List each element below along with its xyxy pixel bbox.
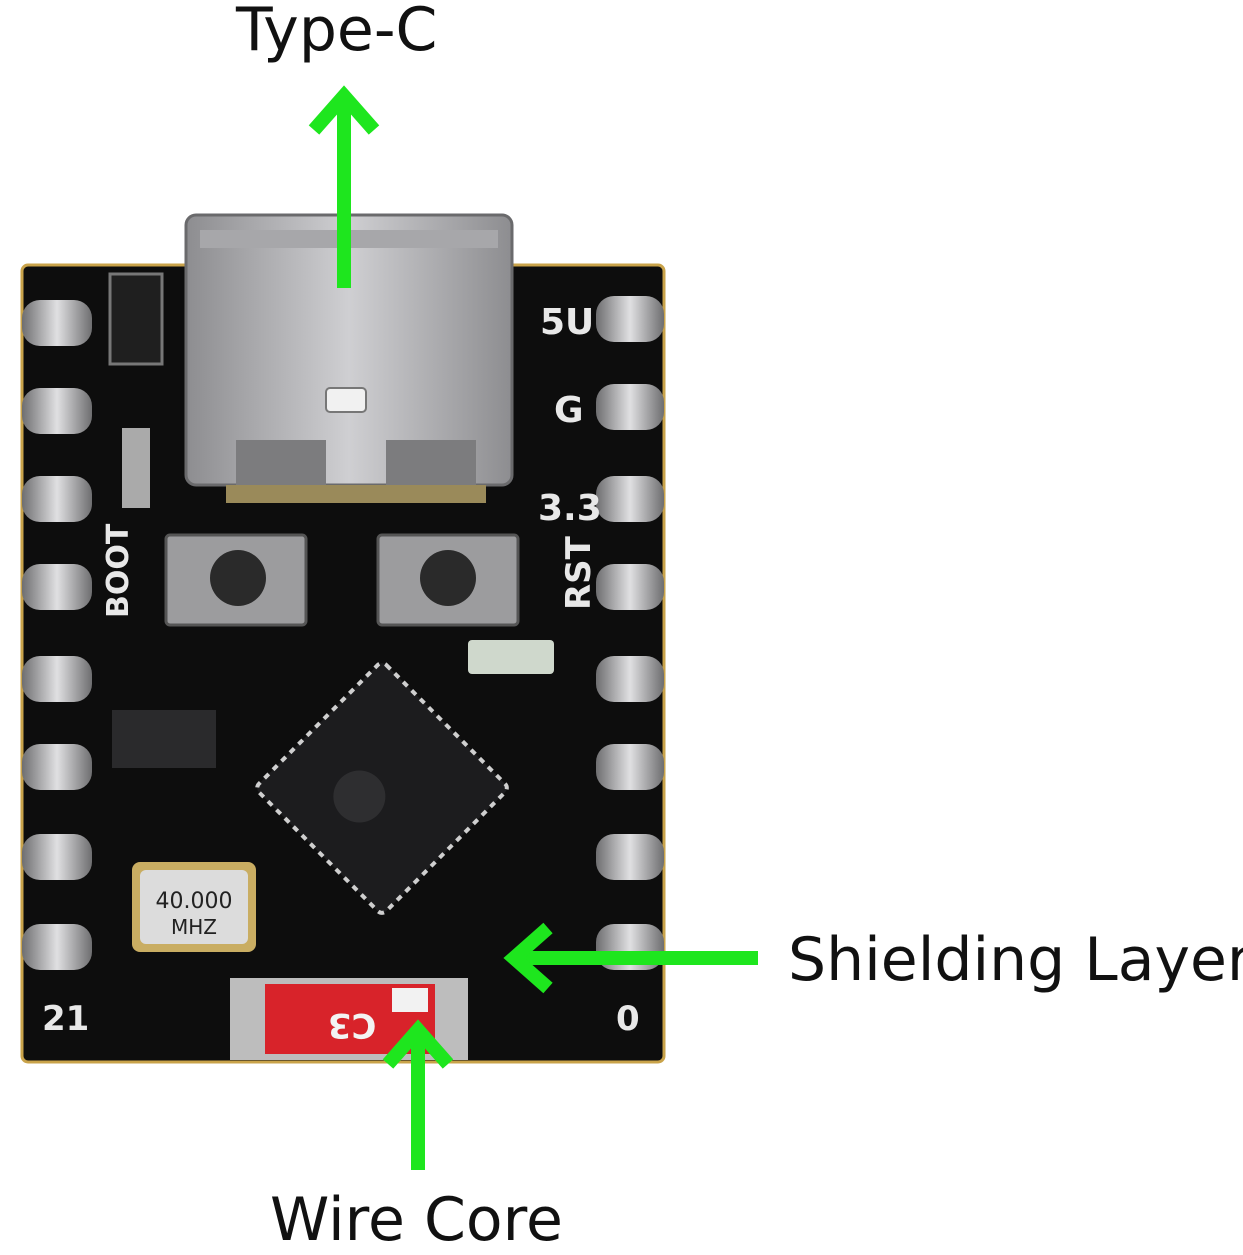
- silk-pin-21: 21: [42, 999, 89, 1039]
- led: [122, 428, 150, 508]
- crystal-oscillator: 40.000 MHZ: [132, 862, 256, 952]
- arrow-type-c: [308, 85, 380, 288]
- voltage-regulator: [112, 710, 216, 768]
- silk-3v3: 3.3: [538, 488, 602, 529]
- arrow-wire-core: [382, 1019, 454, 1170]
- silk-pin-0: 0: [616, 999, 640, 1039]
- silk-rst: RST: [559, 535, 599, 610]
- crystal-unit-text: MHZ: [171, 915, 217, 939]
- right-pin-pads: [596, 296, 664, 970]
- wire-core-label: Wire Core: [270, 1185, 563, 1255]
- esp32-c3-chip: [255, 661, 509, 915]
- reset-button: [376, 533, 520, 627]
- antenna-label: C3: [328, 1005, 377, 1045]
- usb-c-connector: [184, 213, 514, 503]
- boot-button: [164, 533, 308, 627]
- crystal-freq-text: 40.000: [156, 889, 233, 914]
- silk-boot: BOOT: [101, 523, 136, 618]
- arrow-shielding-layer: [503, 922, 758, 994]
- side-led: [468, 640, 554, 674]
- silk-gnd: G: [554, 390, 584, 431]
- component-top-left: [108, 272, 164, 366]
- silk-5v: 5U: [540, 302, 594, 343]
- type-c-label: Type-C: [236, 0, 438, 65]
- shielding-layer-label: Shielding Layer: [788, 925, 1243, 995]
- left-pin-pads: [22, 300, 92, 970]
